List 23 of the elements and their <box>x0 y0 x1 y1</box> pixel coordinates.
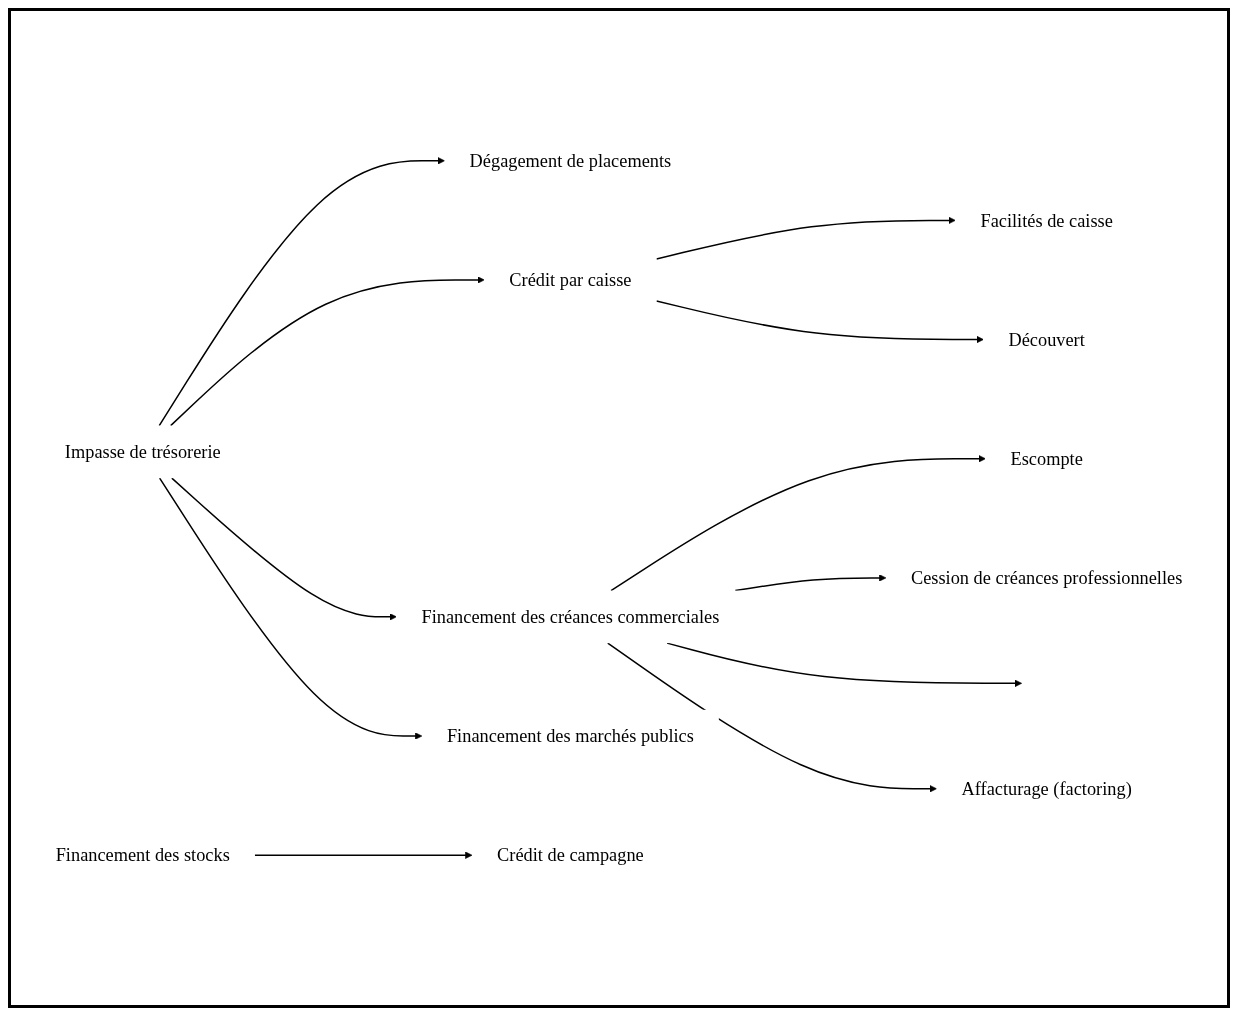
arrow <box>610 455 986 592</box>
arrow <box>734 574 887 592</box>
node-text: Escompte <box>1010 448 1083 470</box>
arrow <box>254 851 473 859</box>
arrow <box>158 157 445 427</box>
node-text: Facilités de caisse <box>980 209 1113 231</box>
node-text: Crédit par caisse <box>509 269 632 291</box>
arrow <box>655 300 984 344</box>
arrow <box>655 216 956 260</box>
node-text: Crédit de campagne <box>497 844 644 866</box>
arrow <box>169 276 485 427</box>
node-text: Financement des stocks <box>55 844 230 866</box>
arrow <box>158 477 423 740</box>
arrow <box>171 477 397 621</box>
node-text: Cession de créances professionnelles <box>910 567 1183 589</box>
node-text: Découvert <box>1008 329 1085 350</box>
arrow <box>607 642 937 793</box>
node-text: Dégagement de placements <box>469 150 672 172</box>
arrow <box>666 642 1022 687</box>
node-text: Affacturage (factoring) <box>961 778 1132 800</box>
node-text: Financement des marchés publics <box>446 725 694 747</box>
node-text: Financement des créances commerciales <box>421 606 720 628</box>
node-text: Impasse de trésorerie <box>64 441 221 463</box>
